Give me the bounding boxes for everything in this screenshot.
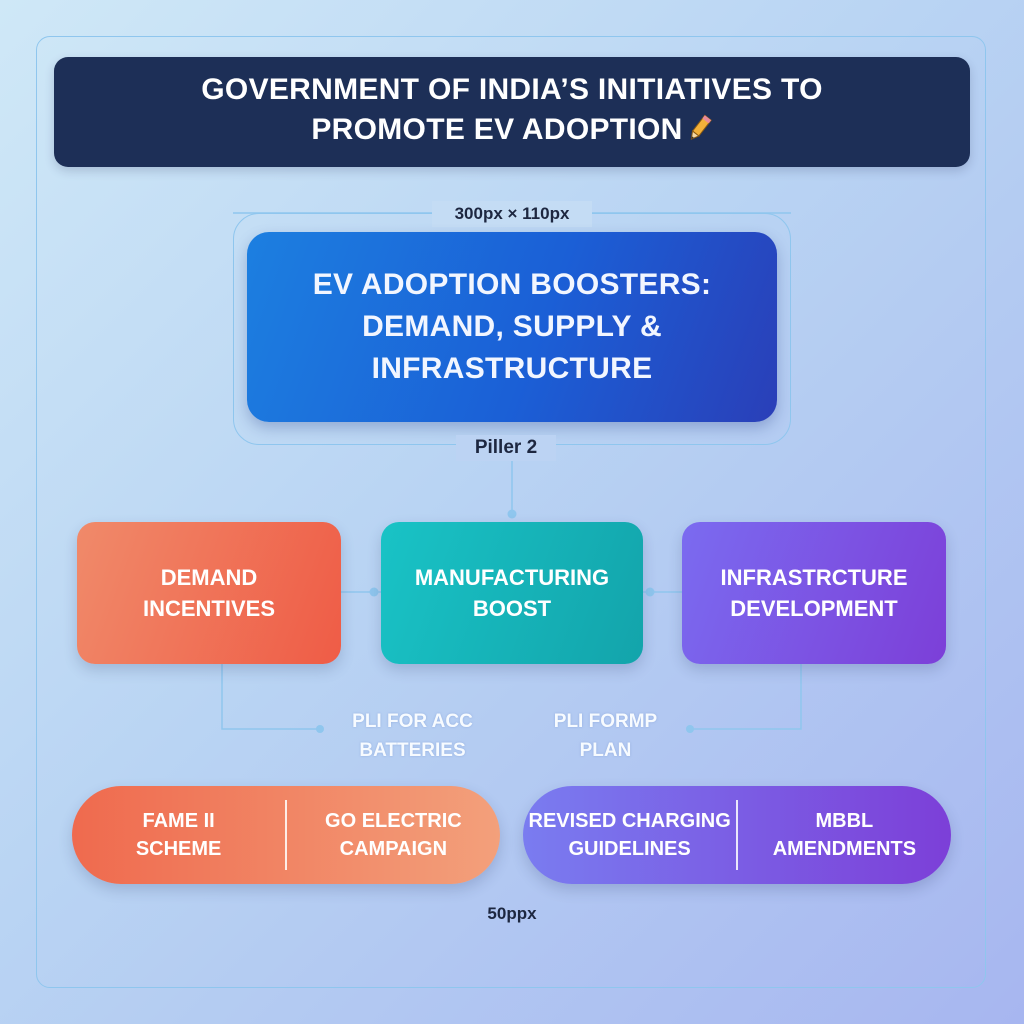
diagram-frame (36, 36, 986, 988)
infrastructure-schemes-pill: REVISED CHARGING GUIDELINES MBBL AMENDME… (523, 786, 951, 884)
mbbl-amendments-label: MBBL AMENDMENTS (772, 810, 917, 860)
pill-segment-charging: REVISED CHARGING GUIDELINES (523, 786, 736, 884)
core-node-label: EV ADOPTION BOOSTERS: DEMAND, SUPPLY & I… (312, 268, 712, 385)
pill-segment-fame: FAME II SCHEME (72, 786, 285, 884)
connector-dot (686, 725, 694, 733)
connector-dot (369, 587, 379, 597)
demand-schemes-pill: FAME II SCHEME GO ELECTRIC CAMPAIGN (72, 786, 500, 884)
core-node: EV ADOPTION BOOSTERS: DEMAND, SUPPLY & I… (247, 232, 777, 422)
dimension-label: 300px × 110px (432, 201, 592, 227)
pill-divider (285, 800, 287, 870)
pillar-label: DEMAND INCENTIVES (142, 565, 276, 621)
fame-ii-scheme-label: FAME II SCHEME (135, 810, 222, 860)
pillar-manufacturing-boost: MANUFACTURING BOOST (381, 522, 643, 664)
pli-acc-batteries-label: PLI FOR ACC BATTERIES (352, 711, 473, 761)
pillar-demand-incentives: DEMAND INCENTIVES (77, 522, 341, 664)
pillar-infrastructure-development: INFRASTRCTURE DEVELOPMENT (682, 522, 946, 664)
infra-to-pli-line (690, 664, 802, 730)
pli-formp-plan-label: PLI FORMP PLAN (553, 711, 658, 761)
pencil-icon (687, 113, 713, 154)
pill-divider (736, 800, 738, 870)
pillar-label: INFRASTRCTURE DEVELOPMENT (720, 565, 908, 621)
pill-segment-go-electric: GO ELECTRIC CAMPAIGN (287, 786, 500, 884)
connector-dot (507, 509, 517, 519)
revised-charging-guidelines-label: REVISED CHARGING GUIDELINES (528, 810, 731, 860)
demand-to-pli-line (221, 664, 320, 730)
pillar-label: Piller 2 (456, 435, 556, 461)
bottom-dimension-label: 50ppx (487, 904, 537, 923)
go-electric-campaign-label: GO ELECTRIC CAMPAIGN (325, 810, 462, 860)
pillar-label: MANUFACTURING BOOST (414, 565, 610, 621)
pill-segment-mbbl: MBBL AMENDMENTS (738, 786, 951, 884)
connector-dot (316, 725, 324, 733)
title-banner: GOVERNMENT OF INDIA’S INITIATIVES TO PRO… (54, 57, 970, 167)
connector-dot (645, 587, 655, 597)
page-title: GOVERNMENT OF INDIA’S INITIATIVES TO PRO… (201, 70, 822, 154)
